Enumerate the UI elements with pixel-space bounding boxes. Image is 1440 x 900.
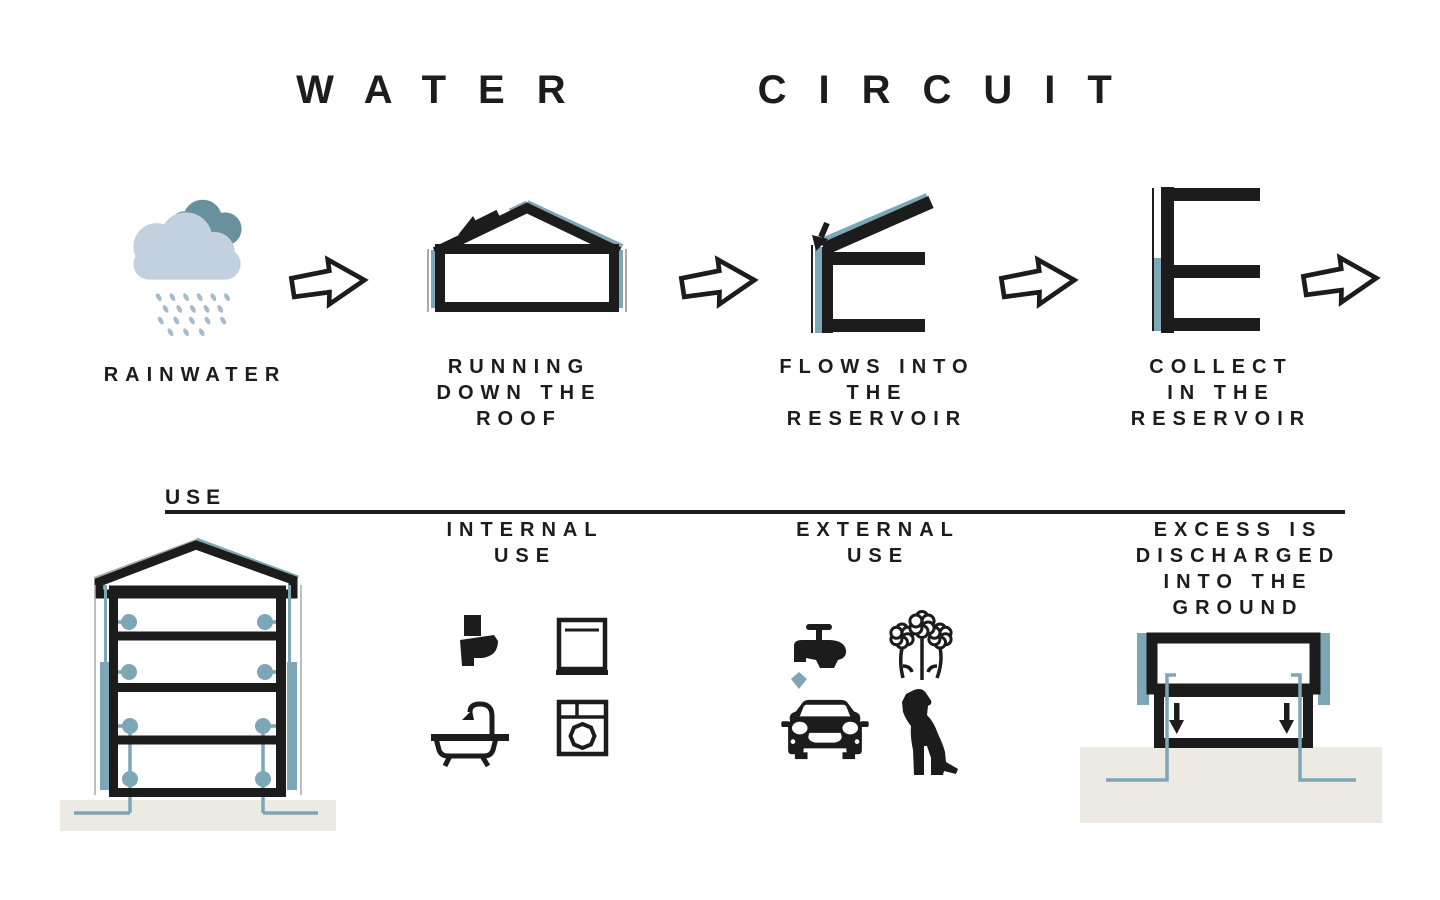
flow-arrow-icon: [286, 250, 370, 314]
rain-cloud-icon: [118, 188, 258, 342]
ground-discharge-icon: [1080, 628, 1382, 828]
step-label-rainwater: RAINWATER: [103, 364, 287, 386]
title-word-water: WATER: [296, 68, 598, 112]
step-label-collect-in-the-reservoir: COLLECT IN THE RESERVOIR: [1130, 356, 1312, 430]
house-roof-icon: [424, 200, 630, 318]
dishwasher-icon: [550, 616, 612, 678]
washing-machine-icon: [550, 698, 614, 762]
step-label-flows-into-the-reservoir: FLOWS INTO THE RESERVOIR: [779, 356, 975, 430]
bathtub-icon: [428, 692, 512, 772]
internal-use-label: INTERNAL USE: [446, 519, 604, 567]
flow-arrow-icon: [676, 250, 760, 314]
car-icon: [780, 696, 870, 762]
building-section-icon: [58, 537, 338, 833]
page-title: WATER CIRCUIT: [0, 68, 1440, 113]
faucet-icon: [786, 616, 860, 700]
title-word-circuit: CIRCUIT: [757, 68, 1144, 112]
roof-gutter-icon: [800, 185, 940, 335]
use-section-heading: USE: [165, 486, 227, 509]
dog-icon: [894, 688, 962, 780]
toilet-icon: [452, 612, 514, 674]
use-divider-line: [165, 510, 1345, 514]
plants-icon: [880, 606, 964, 694]
step-label-running-down-the-roof: RUNNING DOWN THE ROOF: [436, 356, 602, 430]
external-use-label: EXTERNAL USE: [796, 519, 960, 567]
flow-arrow-icon: [1298, 248, 1382, 312]
flow-arrow-icon: [996, 250, 1080, 314]
reservoir-tank-icon: [1148, 185, 1266, 335]
excess-label: EXCESS IS DISCHARGED INTO THE GROUND: [1135, 519, 1341, 619]
